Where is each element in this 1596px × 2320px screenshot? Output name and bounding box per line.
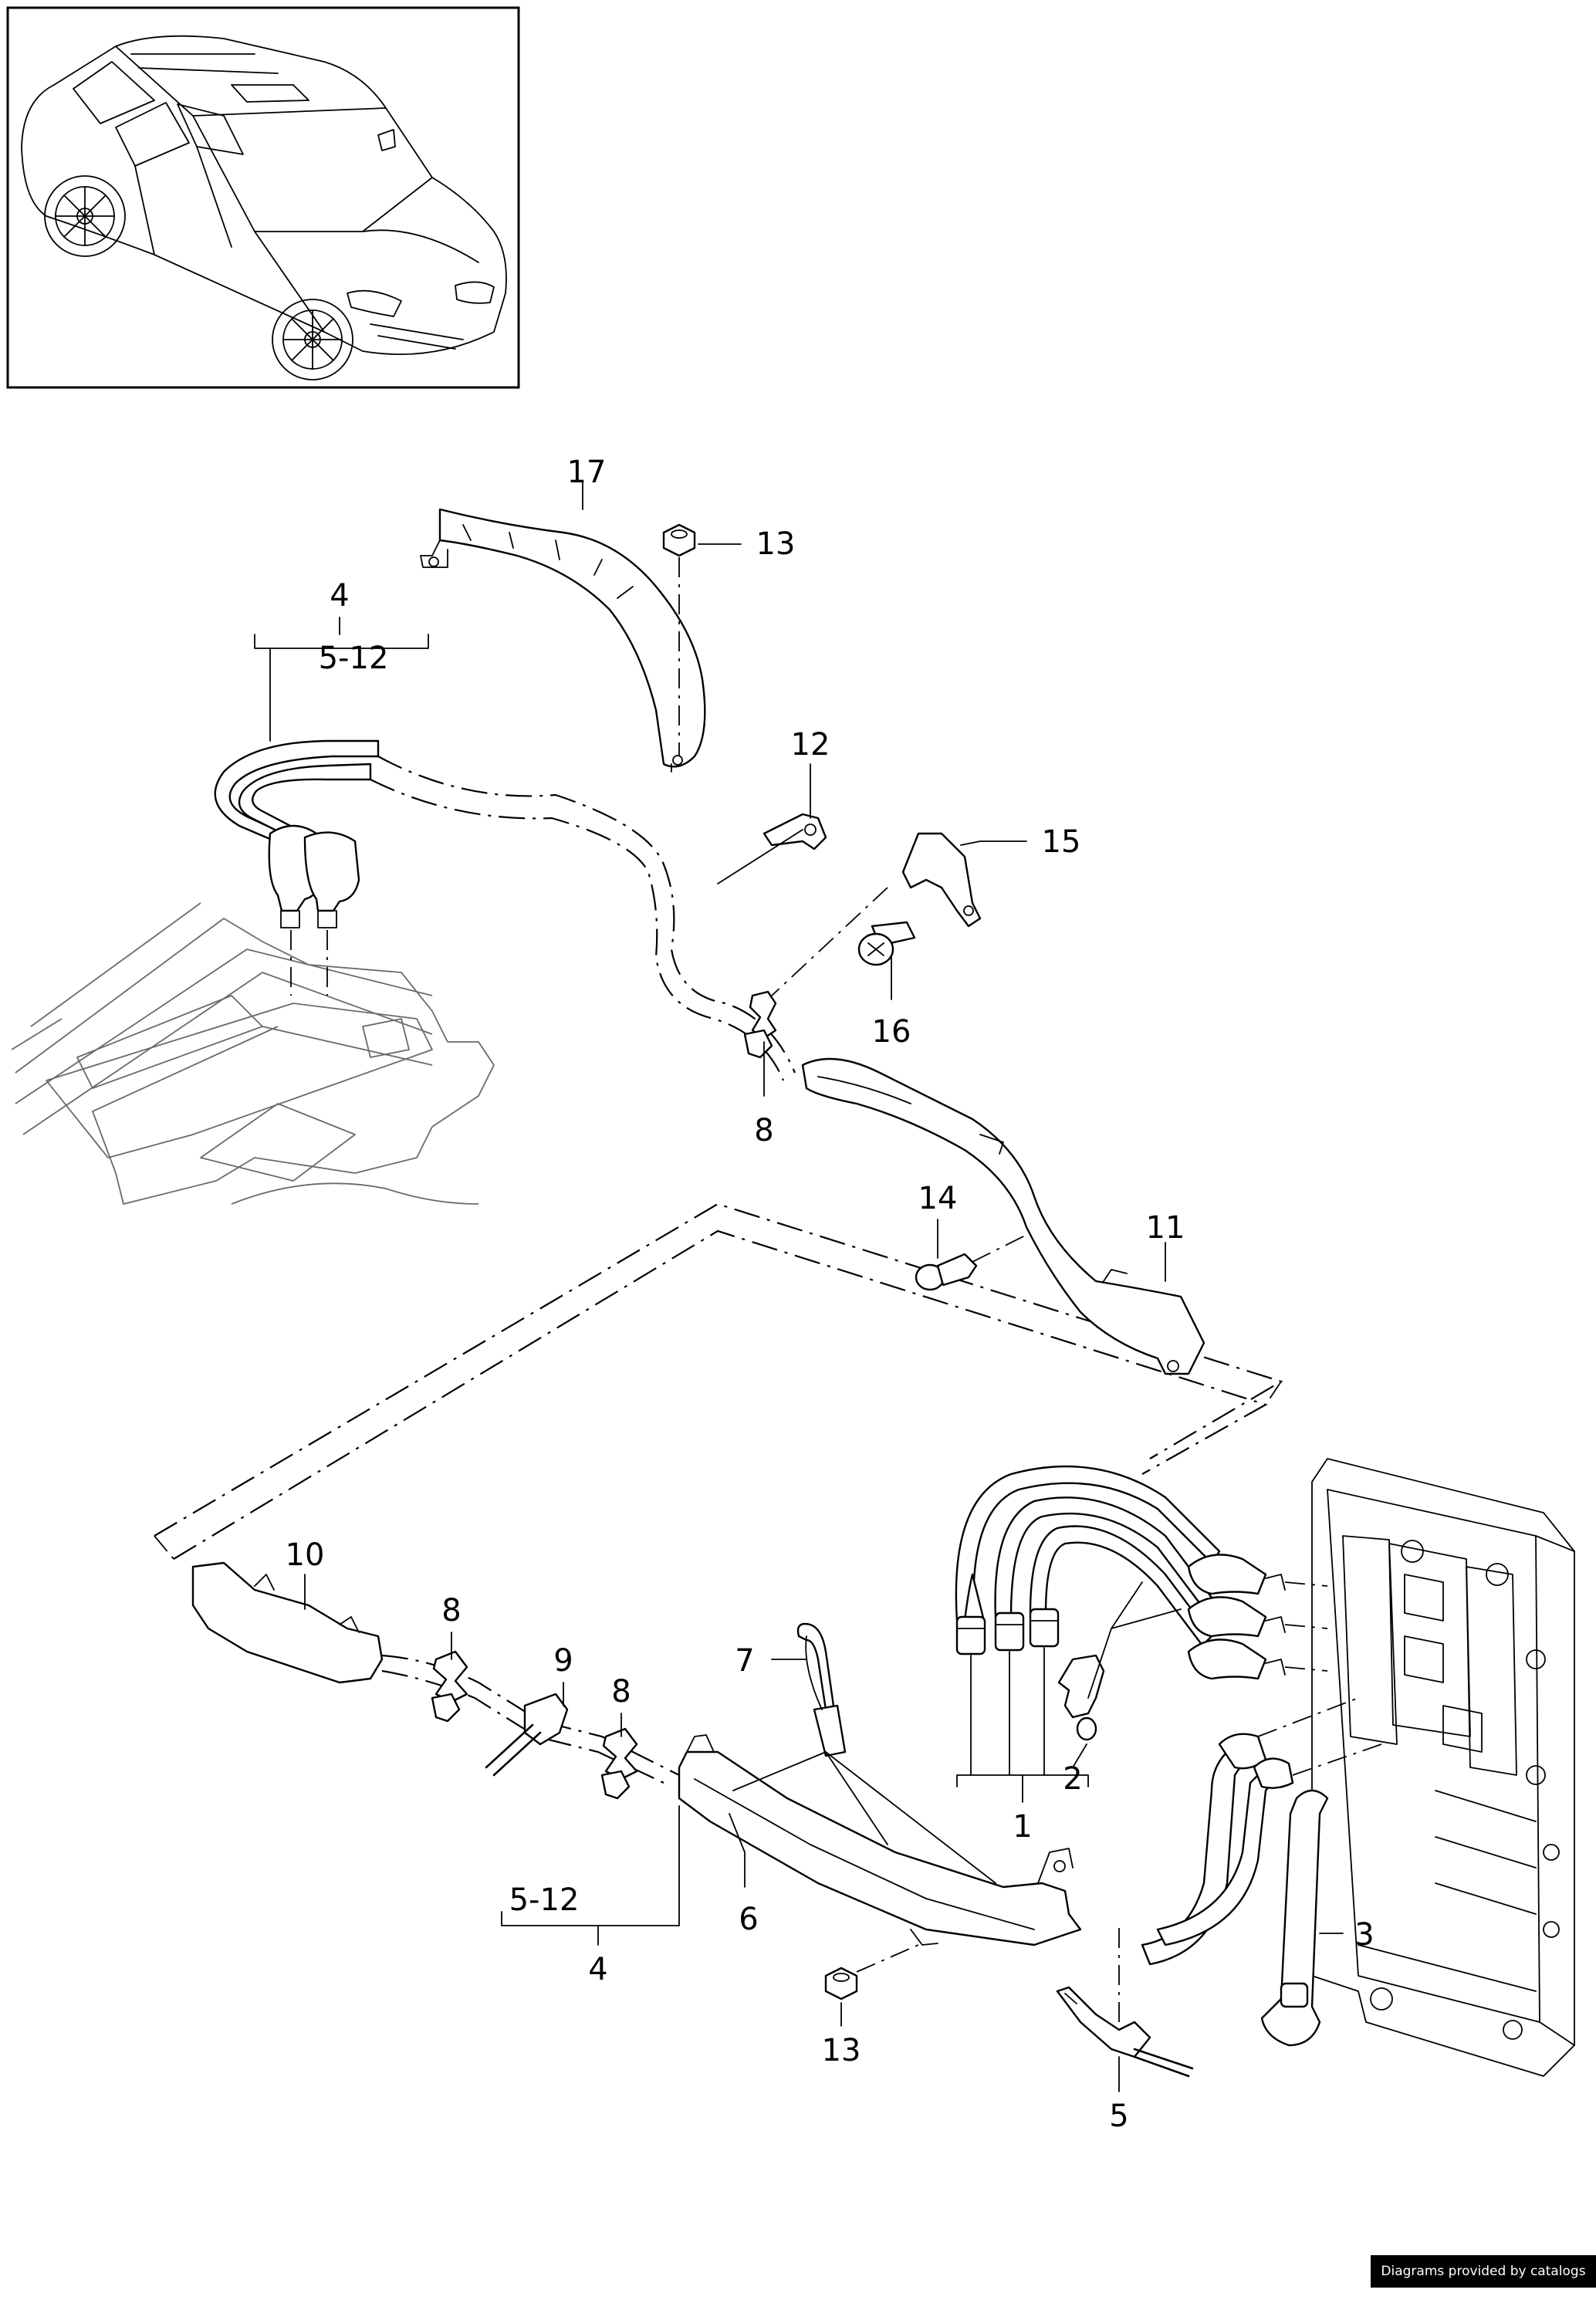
callout-5: 5 [1109, 2098, 1128, 2134]
part-6-bracket-lower [678, 1734, 1082, 1946]
callout-4-lower: 4 [588, 1952, 607, 1987]
power-electronics-module [1311, 1458, 1575, 2077]
callout-10: 10 [286, 1537, 325, 1573]
callout-5-12-lower: 5-12 [509, 1882, 580, 1918]
vehicle-thumbnail [6, 6, 520, 389]
part-13-nut-lower [824, 1944, 919, 2000]
callout-7: 7 [735, 1643, 754, 1679]
callout-14: 14 [918, 1181, 958, 1216]
callout-8-upper: 8 [754, 1113, 773, 1148]
part-4-harness-upper [214, 739, 380, 996]
callout-11: 11 [1146, 1210, 1185, 1246]
assembly-boundary-lines [154, 1202, 1283, 1560]
callout-5-12-upper: 5-12 [319, 641, 389, 676]
callout-9: 9 [553, 1643, 573, 1679]
callout-labels: 17 13 4 5-12 12 15 16 8 14 11 10 8 9 8 7… [286, 455, 1375, 2134]
part-12-clip [762, 813, 827, 851]
credit-footer: Diagrams provided by catalogs parts [1371, 2255, 1596, 2312]
part-9-cable-tie [485, 1693, 569, 1777]
part-5-cable-tie [1056, 1922, 1194, 2078]
callout-13-lower: 13 [822, 2033, 861, 2068]
callout-4-upper: 4 [330, 578, 349, 614]
part-15-bracket [771, 832, 982, 996]
engine-frame-background [11, 902, 495, 1205]
callout-1: 1 [1013, 1809, 1032, 1845]
part-7-strap [796, 1622, 847, 1757]
part-8-clip-upper [743, 990, 777, 1059]
cable-routing-upper [370, 756, 796, 1081]
part-11-harness-cover [801, 1057, 1205, 1375]
callout-8-lower-right: 8 [611, 1674, 631, 1710]
callout-16: 16 [872, 1014, 911, 1050]
callout-17: 17 [567, 455, 607, 490]
part-10-cover-lower [191, 1561, 384, 1684]
part-3-cable [1260, 1789, 1329, 2047]
part-17-cover-bracket [420, 508, 706, 773]
callout-6: 6 [739, 1902, 758, 1937]
callout-3: 3 [1354, 1917, 1374, 1953]
leader-lines [254, 482, 1344, 2092]
part-13-nut-upper [662, 523, 696, 756]
part-16-screw [857, 921, 916, 966]
callout-15: 15 [1042, 824, 1081, 860]
callout-13-upper: 13 [756, 526, 796, 562]
callout-2: 2 [1063, 1761, 1082, 1797]
callout-8-lower-left: 8 [441, 1593, 461, 1628]
part-1-harness-bundle [955, 1465, 1328, 1680]
part-14-push-pin [915, 1234, 1027, 1291]
part-2-clip [1057, 1654, 1105, 1741]
callout-12: 12 [791, 727, 830, 763]
part-8-clip-lower-left [431, 1650, 468, 1723]
part-8-clip-lower-right [600, 1727, 638, 1800]
harness-to-module-lower [1141, 1697, 1382, 1966]
